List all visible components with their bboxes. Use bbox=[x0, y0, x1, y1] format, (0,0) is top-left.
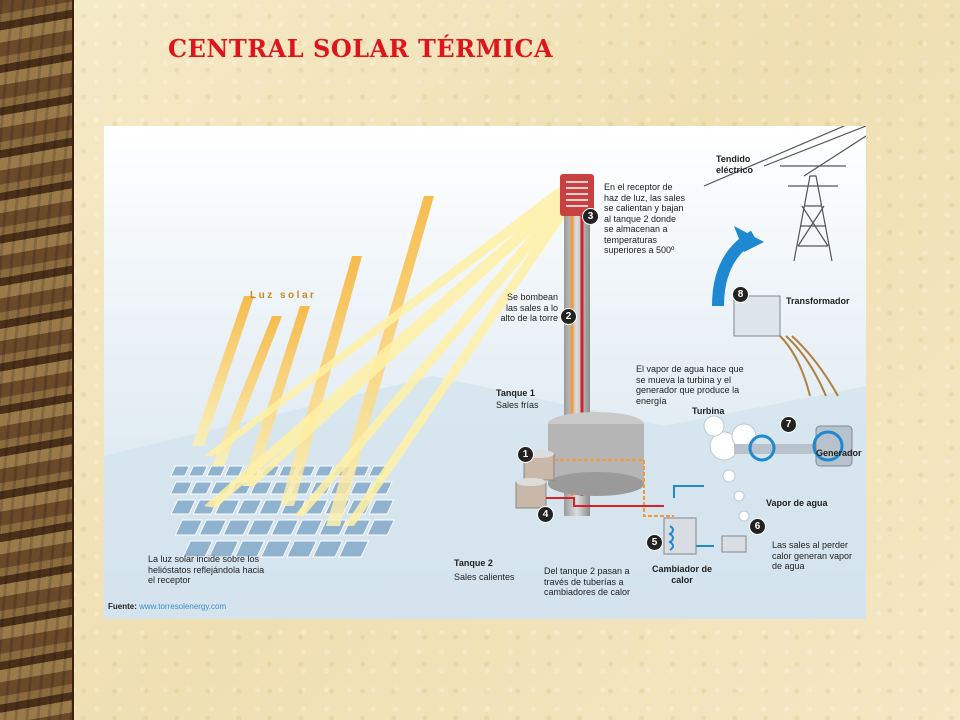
salt-cooling-description: Las sales al perder calor generan vapor … bbox=[772, 540, 853, 571]
tank2-title: Tanque 2 bbox=[454, 558, 493, 568]
steam-label: Vapor de agua bbox=[766, 498, 828, 508]
step-badge-2: 2 bbox=[560, 308, 577, 325]
heliostat-description: La luz solar incide sobre los helióstato… bbox=[148, 554, 265, 585]
tank1-title: Tanque 1 bbox=[496, 388, 535, 398]
steam-turbine-description: El vapor de agua hace que se mueva la tu… bbox=[636, 364, 744, 406]
step-badge-3: 3 bbox=[582, 208, 599, 225]
power-line-label: Tendido eléctrico bbox=[716, 154, 754, 175]
receptor-description: En el receptor de haz de luz, las sales … bbox=[604, 182, 686, 255]
step-badge-7: 7 bbox=[780, 416, 797, 433]
heat-exchanger-label: Cambiador de calor bbox=[652, 564, 713, 585]
pumping-description: Se bombean las sales a lo alto de la tor… bbox=[500, 292, 558, 323]
source-credit: Fuente: www.torresolenergy.com bbox=[108, 602, 226, 611]
step-badge-5: 5 bbox=[646, 534, 663, 551]
generator-label: Generador bbox=[816, 448, 862, 458]
slide-title: CENTRAL SOLAR TÉRMICA bbox=[168, 34, 554, 63]
solar-plant-diagram: Luz solar En el receptor de haz de luz, … bbox=[104, 126, 866, 619]
source-url: www.torresolenergy.com bbox=[139, 602, 227, 611]
step-badge-4: 4 bbox=[537, 506, 554, 523]
sunlight-label: Luz solar bbox=[250, 290, 317, 301]
source-label: Fuente: bbox=[108, 602, 137, 611]
power-line-tower bbox=[703, 126, 866, 262]
step-badge-6: 6 bbox=[749, 518, 766, 535]
turbine-label: Turbina bbox=[692, 406, 725, 416]
reflected-sunlight bbox=[204, 186, 576, 526]
heat-exchanger bbox=[663, 517, 747, 555]
pipes-description: Del tanque 2 pasan a través de tuberías … bbox=[544, 566, 631, 597]
tank1-subtitle: Sales frías bbox=[496, 400, 539, 410]
tank2-subtitle: Sales calientes bbox=[454, 572, 515, 582]
transformer bbox=[712, 226, 839, 397]
pipes bbox=[546, 459, 714, 547]
transformer-label: Transformador bbox=[786, 296, 850, 306]
diagram-illustration bbox=[104, 126, 866, 619]
step-badge-8: 8 bbox=[732, 286, 749, 303]
storage-tanks bbox=[515, 450, 555, 509]
decorative-border bbox=[0, 0, 74, 720]
step-badge-1: 1 bbox=[517, 446, 534, 463]
turbine-generator bbox=[734, 425, 853, 467]
